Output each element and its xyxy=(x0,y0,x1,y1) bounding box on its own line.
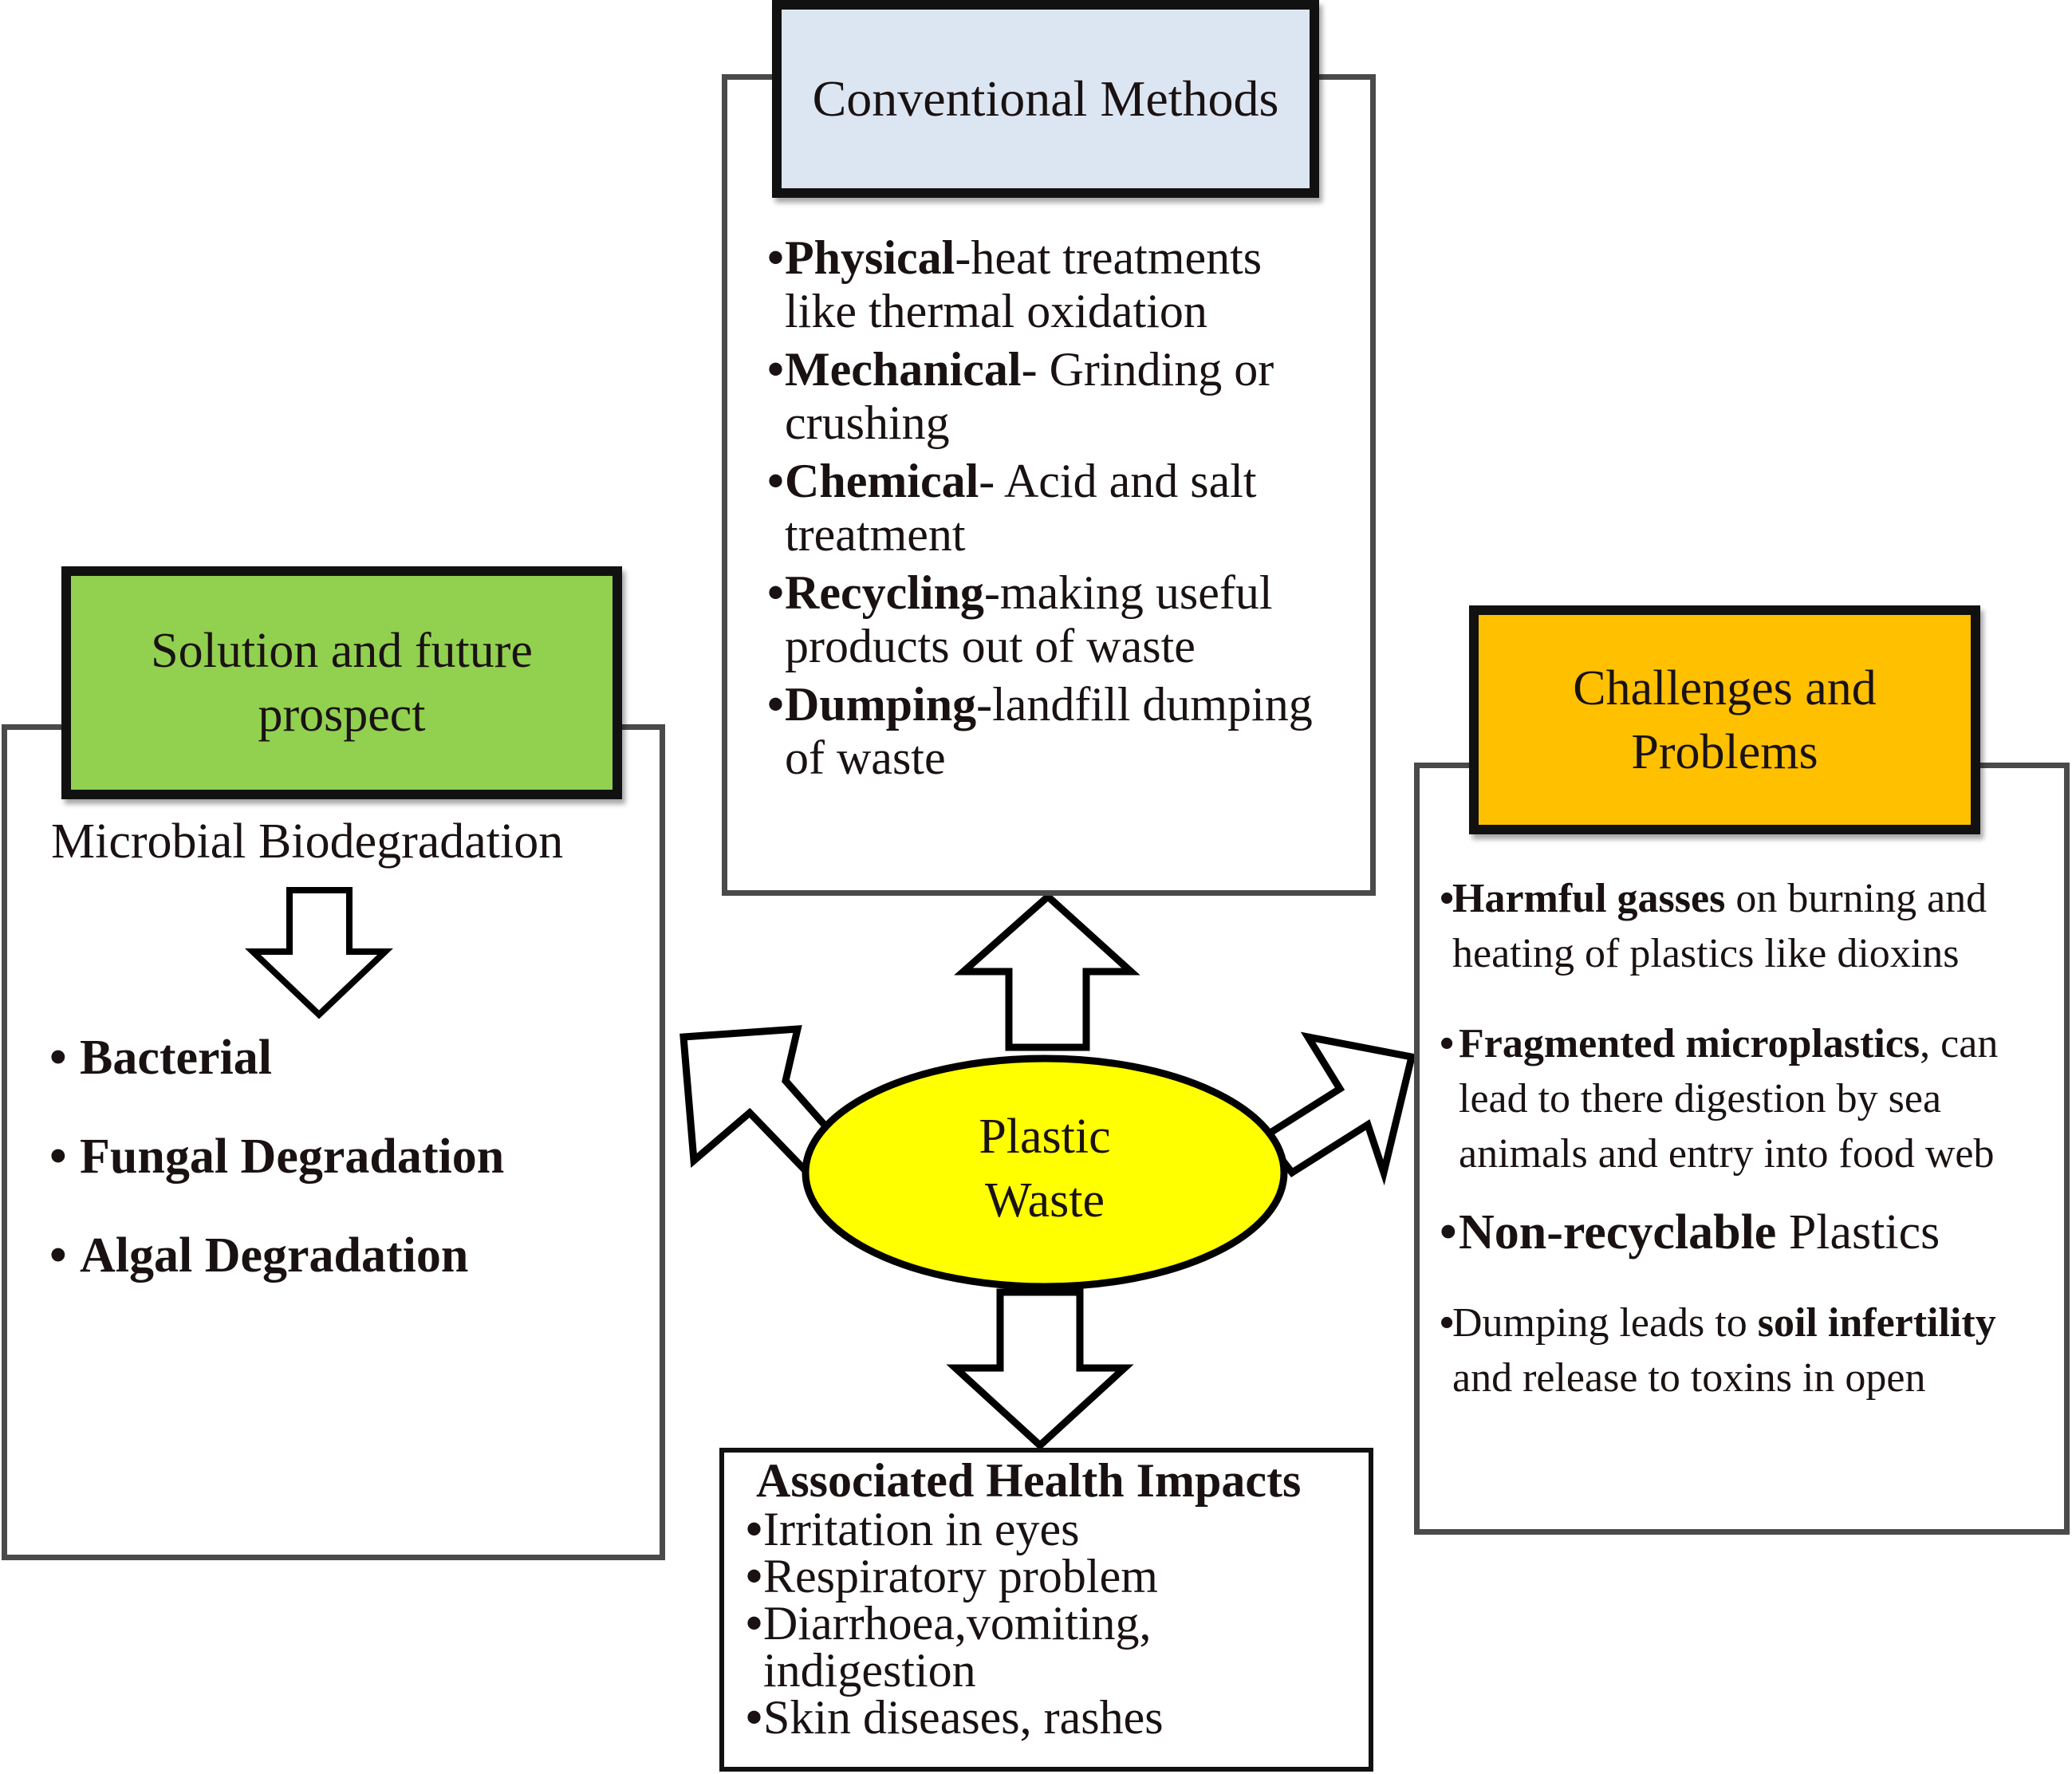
challenges-panel xyxy=(1414,763,2070,1535)
challenges-list: •Harmful gasses on burning and heating o… xyxy=(1440,871,2062,1405)
list-item: •Irritation in eyes xyxy=(746,1503,1080,1555)
list-item: •Diarrhoea,vomiting, indigestion xyxy=(746,1597,1152,1697)
list-item: •Fragmented microplastics, can lead to t… xyxy=(1440,1021,1999,1177)
solution-list: •Bacterial •Fungal Degradation •Algal De… xyxy=(49,1029,504,1284)
list-item: •Algal Degradation xyxy=(49,1228,469,1283)
arrow-up-icon xyxy=(954,891,1140,1051)
health-impacts-panel xyxy=(719,1448,1373,1772)
solution-header: Solution and future prospect xyxy=(61,566,622,799)
challenges-header: Challenges and Problems xyxy=(1469,605,1980,834)
list-item: •Fungal Degradation xyxy=(49,1129,505,1184)
list-item: •Skin diseases, rashes xyxy=(746,1691,1164,1744)
list-item: •Mechanical- Grinding or crushing xyxy=(767,343,1274,449)
list-item: •Chemical- Acid and salt treatment xyxy=(767,455,1257,561)
plastic-waste-ellipse xyxy=(802,1055,1288,1291)
list-item: •Dumping leads to soil infertility and r… xyxy=(1440,1300,1996,1401)
health-impacts-list: •Irritation in eyes •Respiratory problem… xyxy=(746,1503,1224,1744)
conventional-methods-header: Conventional Methods xyxy=(772,0,1319,198)
solution-subtitle: Microbial Biodegradation xyxy=(51,814,564,869)
list-item: •Recycling-making useful products out of… xyxy=(767,566,1273,672)
list-item: •Dumping-landfill dumping of waste xyxy=(767,678,1313,784)
arrow-down-icon xyxy=(946,1288,1134,1451)
conventional-methods-list: •Physical-heat treatments like thermal o… xyxy=(767,231,1341,785)
arrow-right-icon xyxy=(1259,1031,1416,1186)
conventional-methods-title: Conventional Methods xyxy=(812,70,1279,127)
list-item: •Bacterial xyxy=(49,1031,273,1085)
list-item: •Non-recyclable Plastics xyxy=(1440,1205,1940,1260)
list-item: •Physical-heat treatments like thermal o… xyxy=(767,231,1263,337)
health-impacts-title: Associated Health Impacts xyxy=(756,1454,1302,1507)
solution-panel xyxy=(2,724,665,1560)
list-item: •Harmful gasses on burning and heating o… xyxy=(1440,876,1987,976)
plastic-waste-label: Plastic Waste xyxy=(979,1110,1111,1228)
list-item: •Respiratory problem xyxy=(746,1550,1158,1603)
